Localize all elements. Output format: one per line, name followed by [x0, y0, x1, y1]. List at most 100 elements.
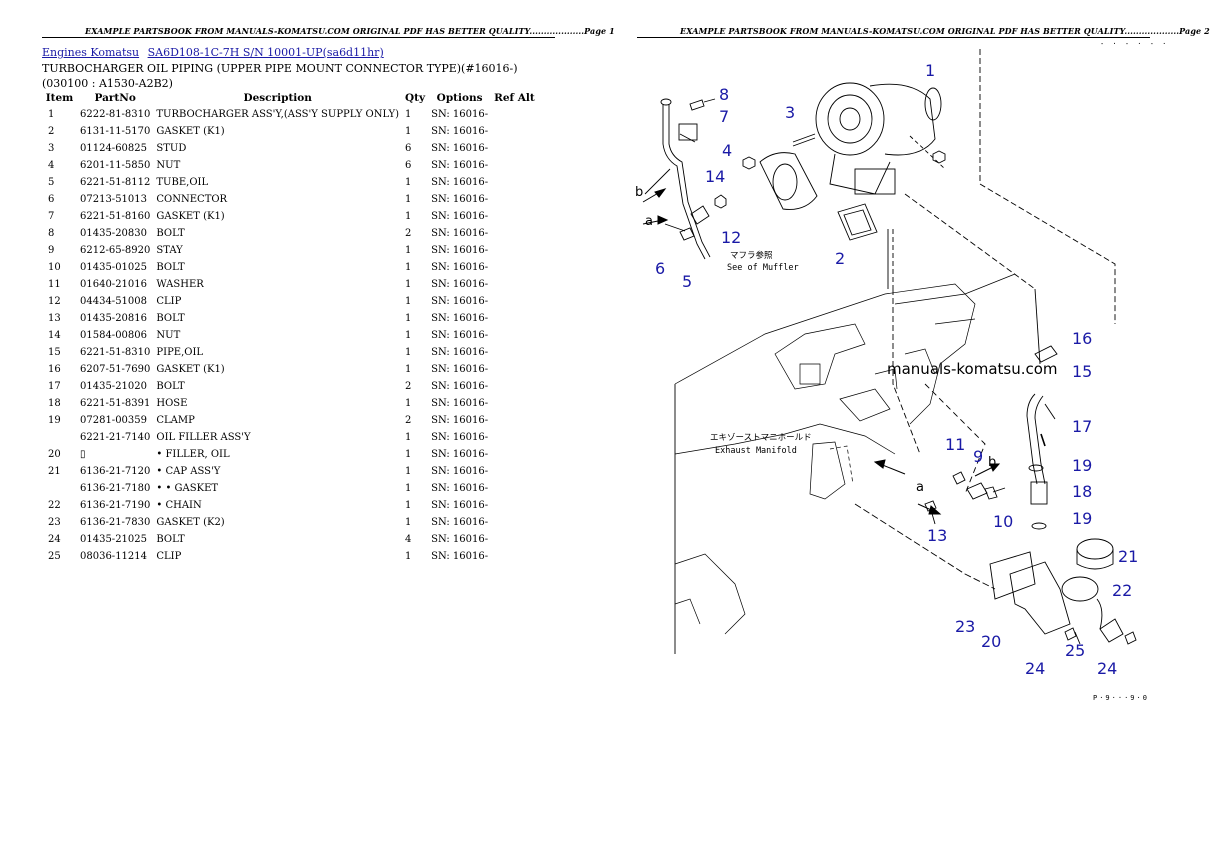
cell-item: 19 [48, 415, 61, 426]
cell-item: 5 [48, 177, 55, 188]
cell-partno: 6222-81-8310 [80, 109, 151, 120]
cell-partno: 6212-65-8920 [80, 245, 151, 256]
cell-ref-alt [491, 242, 538, 259]
cell-item: 13 [48, 313, 61, 324]
watermark-text: manuals-komatsu.com [887, 360, 1058, 378]
cell-partno: 6201-11-5850 [80, 160, 151, 171]
cell-ref-alt [491, 327, 538, 344]
cell-ref-alt [491, 531, 538, 548]
cell-qty: 2 [405, 228, 412, 239]
callout-6: 6 [655, 259, 665, 278]
figure-code: P·9···9·0 [1093, 694, 1149, 702]
cell-ref-alt [491, 361, 538, 378]
cell-description: NUT [156, 160, 181, 171]
breadcrumb-link-model[interactable]: SA6D108-1C-7H S/N 10001-UP(sa6d11hr) [147, 46, 384, 59]
cell-ref-alt [491, 208, 538, 225]
callout-23: 23 [955, 617, 975, 636]
cell-partno: 01435-20830 [80, 228, 148, 239]
cell-options: SN: 16016- [431, 534, 489, 545]
diagram-page: EXAMPLE PARTSBOOK FROM MANUALS-KOMATSU.C… [595, 0, 1210, 842]
callout-18: 18 [1072, 482, 1092, 501]
cell-options: SN: 16016- [431, 109, 489, 120]
cell-item: 24 [48, 534, 61, 545]
manifold-label-jp: エキゾーストマニホールド [710, 433, 812, 443]
cell-description: WASHER [156, 279, 204, 290]
cell-item: 2 [48, 126, 55, 137]
cell-qty: 1 [405, 347, 412, 358]
oil-tube-5-drawing [660, 98, 711, 260]
cell-options: SN: 16016- [431, 415, 489, 426]
cell-ref-alt [491, 429, 538, 446]
page-header: EXAMPLE PARTSBOOK FROM MANUALS-KOMATSU.C… [680, 26, 1210, 36]
cell-ref-alt [491, 259, 538, 276]
gasket-2-drawing [837, 203, 878, 241]
marker-b-left: b [635, 185, 643, 200]
cell-partno: 04434-51008 [80, 296, 148, 307]
cell-qty: 1 [405, 245, 412, 256]
stay-bolt-group-drawing [924, 471, 1006, 525]
cell-partno: 6136-21-7180 [80, 483, 151, 494]
cell-ref-alt [491, 276, 538, 293]
cell-qty: 1 [405, 330, 412, 341]
cell-description: CLIP [156, 296, 182, 307]
cell-item: 12 [48, 296, 61, 307]
oil-filler-drawing [989, 538, 1137, 645]
cell-description: STAY [156, 245, 183, 256]
cell-ref-alt [491, 446, 538, 463]
callout-16: 16 [1072, 329, 1092, 348]
engine-block-drawing [674, 273, 1016, 635]
callout-9: 9 [973, 447, 983, 466]
callout-2: 2 [835, 249, 845, 268]
callout-11: 11 [945, 435, 965, 454]
cell-description: • FILLER, OIL [156, 449, 230, 460]
cell-item: 21 [48, 466, 61, 477]
breadcrumb-link-engines[interactable]: Engines Komatsu [42, 46, 140, 59]
exploded-parts-diagram: 1 2 3 4 5 6 7 8 9 10 11 12 13 14 15 16 1… [635, 40, 1166, 702]
table-header-row: Item PartNo Description Qty Options Ref … [42, 90, 538, 106]
cell-item: 10 [48, 262, 61, 273]
cell-options: SN: 16016- [431, 500, 489, 511]
cell-description: TUBE,OIL [156, 177, 209, 188]
callout-13: 13 [927, 526, 947, 545]
cell-partno: 6221-51-8391 [80, 398, 151, 409]
turbocharger-drawing [815, 82, 946, 195]
cell-options: SN: 16016- [431, 194, 489, 205]
cell-options: SN: 16016- [431, 330, 489, 341]
cell-qty: 6 [405, 160, 412, 171]
callout-24a: 24 [1025, 659, 1045, 678]
cell-qty: 1 [405, 109, 412, 120]
cell-qty: 1 [405, 364, 412, 375]
parts-list-page: EXAMPLE PARTSBOOK FROM MANUALS-KOMATSU.C… [0, 0, 615, 842]
column-header-item: Item [45, 92, 74, 104]
column-header-description: Description [243, 92, 312, 104]
cell-ref-alt [491, 225, 538, 242]
cell-qty: 6 [405, 143, 412, 154]
cell-description: BOLT [156, 228, 185, 239]
cell-partno: 6221-21-7140 [80, 432, 151, 443]
cell-description: GASKET (K2) [156, 517, 225, 528]
cell-qty: 1 [405, 262, 412, 273]
cell-qty: 1 [405, 211, 412, 222]
cell-ref-alt [491, 310, 538, 327]
cell-options: SN: 16016- [431, 143, 489, 154]
cell-partno: 01435-21025 [80, 534, 148, 545]
nut-4-drawing [742, 150, 946, 170]
cell-options: SN: 16016- [431, 211, 489, 222]
callout-15: 15 [1072, 362, 1092, 381]
cell-options: SN: 16016- [431, 126, 489, 137]
cell-item: 16 [48, 364, 61, 375]
cell-qty: 1 [405, 313, 412, 324]
cell-ref-alt [491, 344, 538, 361]
cell-qty: 1 [405, 126, 412, 137]
